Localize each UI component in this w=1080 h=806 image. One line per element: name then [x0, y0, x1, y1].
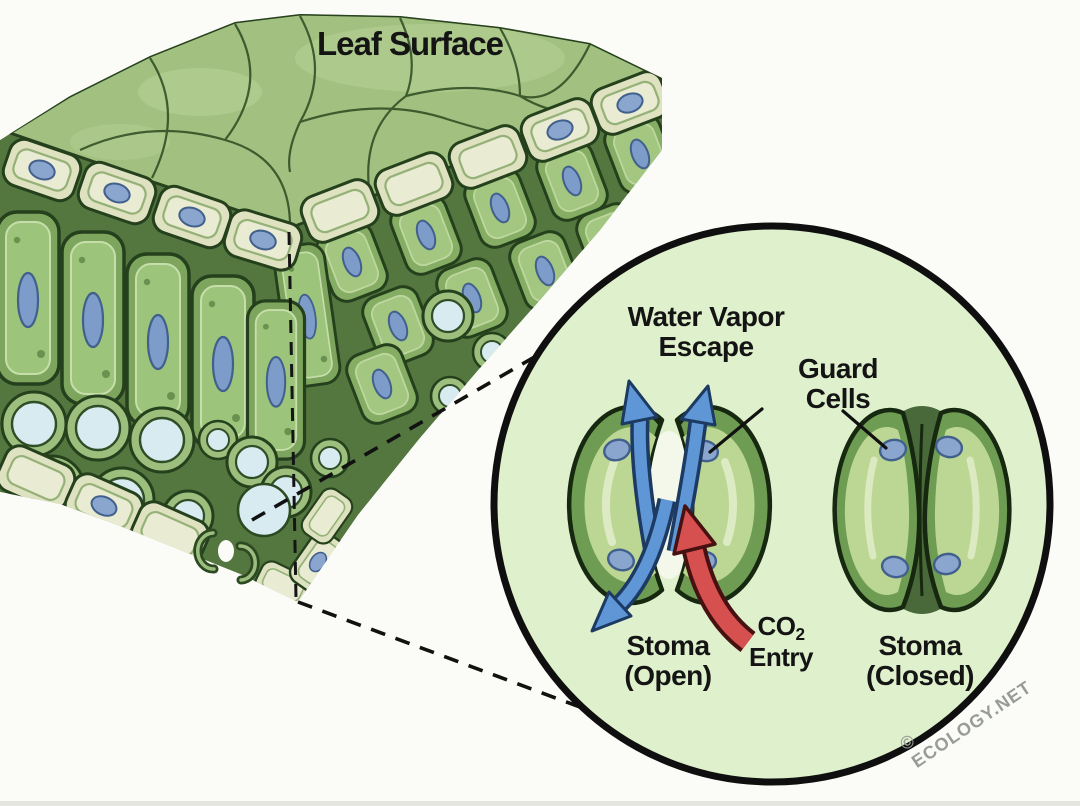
- co2-entry-arrow: [672, 504, 756, 652]
- leaf-surface-label: Leaf Surface: [316, 25, 504, 62]
- co2-main-text: CO: [757, 611, 796, 641]
- guard-cells-label: Guard Cells: [798, 353, 878, 415]
- stoma-closed-label: Stoma (Closed): [866, 630, 975, 692]
- closed-stoma-nuclei: [878, 435, 964, 579]
- water-vapor-arrows: [590, 379, 717, 633]
- leaf-top-face: [8, 14, 662, 230]
- water-vapor-line2: Escape: [658, 331, 754, 363]
- guard-cells-line1: Guard: [798, 353, 878, 384]
- block-corner-dashed-line: [287, 231, 298, 599]
- closed-stoma-figure: [832, 406, 1012, 614]
- substomatal-air-chamber: [236, 482, 292, 538]
- stoma-open-line2: (Open): [624, 660, 712, 692]
- stoma-open-line1: Stoma: [626, 630, 710, 661]
- stoma-closed-line1: Stoma: [878, 630, 962, 661]
- leaf-block-illustration: [0, 14, 662, 602]
- water-vapor-escape-label: Water Vapor Escape: [627, 301, 785, 363]
- leaf-surface-text: Leaf Surface: [316, 25, 504, 62]
- leaf-stoma-guard-cells: [193, 528, 260, 585]
- guard-cells-leader-lines: [708, 407, 888, 454]
- stomata-inset-circle: [490, 222, 1054, 786]
- co2-entry-line2: Entry: [749, 642, 813, 673]
- stoma-closed-line2: (Closed): [866, 660, 975, 692]
- co2-subscript: 2: [795, 623, 805, 644]
- water-vapor-line1: Water Vapor: [627, 301, 785, 332]
- co2-entry-label: CO2 Entry: [749, 612, 813, 671]
- magnifier-dashed-lines: [251, 316, 605, 718]
- lower-epidermis-layer: [0, 439, 358, 602]
- co2-formula: CO2: [749, 612, 813, 643]
- bottom-edge-strip: [0, 801, 1080, 806]
- stoma-open-label: Stoma (Open): [624, 630, 712, 692]
- guard-cells-line2: Cells: [805, 383, 871, 415]
